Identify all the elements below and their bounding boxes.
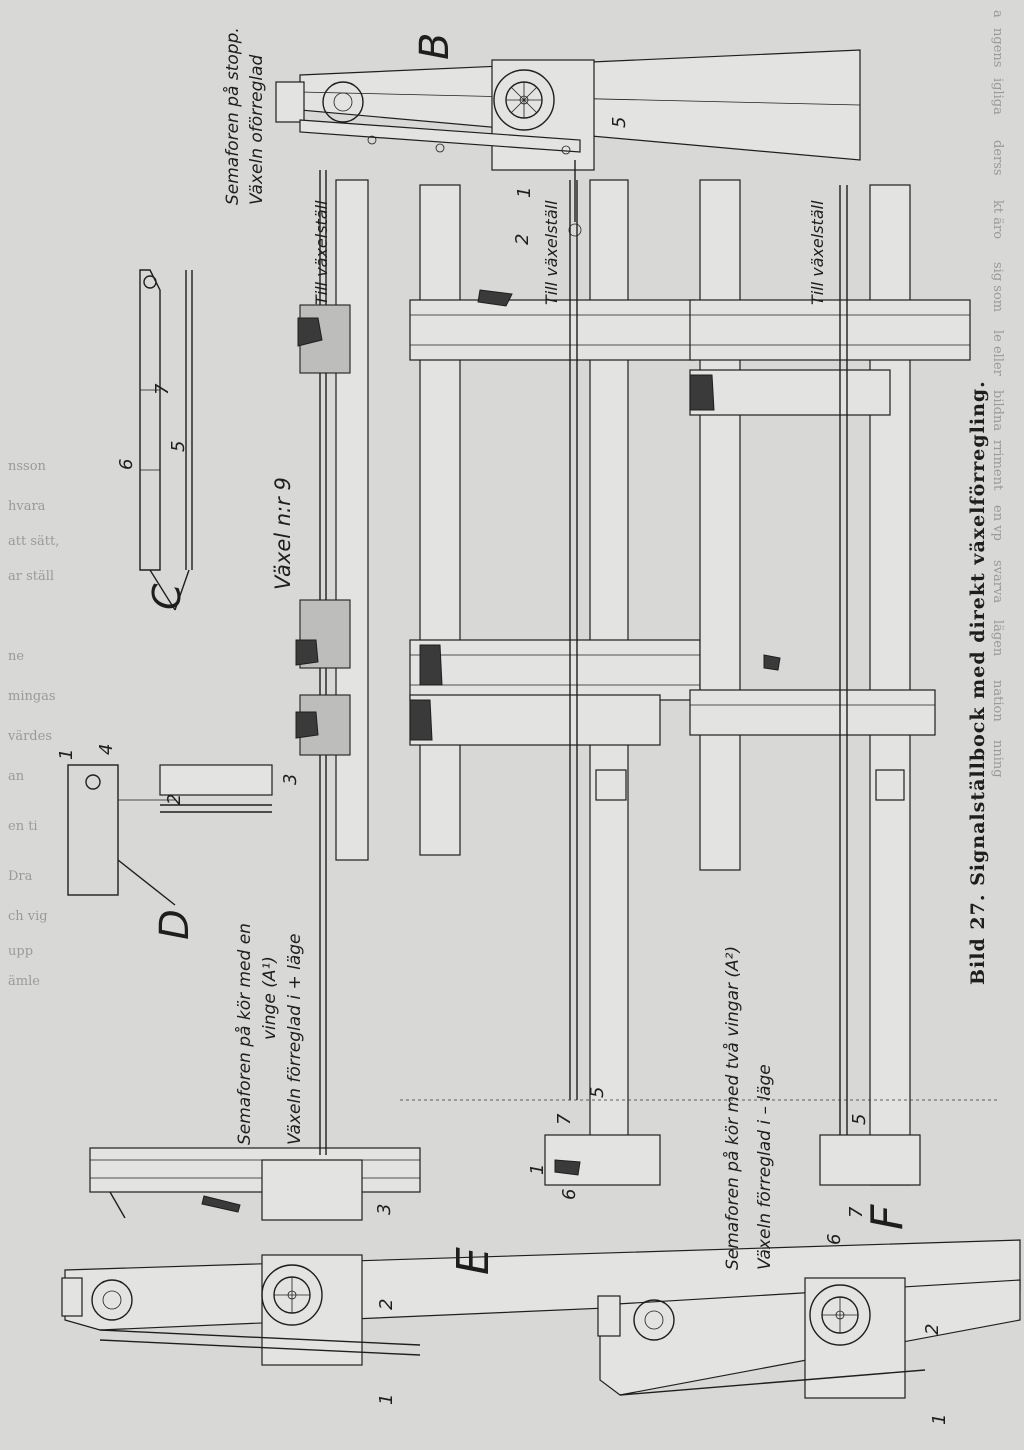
detail-c-part-5: 5 [168,441,189,452]
bleed-10: en vp [990,505,1005,541]
bleed-25: ch vig [8,909,48,924]
bleed-14: nning [990,740,1005,778]
view-b-title-1: Semaforen på stopp. [222,27,243,205]
bleed-13: nation [990,680,1005,722]
rail-2 [409,639,701,701]
view-e-title-2: vinge (A¹) [260,956,280,1040]
lock-box-e [544,1134,661,1186]
view-b-part-5: 5 [609,117,630,128]
view-e-sector-plate [89,1147,421,1193]
view-f-pulley [633,1299,675,1341]
detail-d-part-1: 1 [56,749,77,760]
view-f-part-2: 2 [922,1324,943,1335]
bleed-7: le eller [990,330,1005,377]
view-e-part-7: 7 [554,1113,575,1125]
bleed-1: a [990,10,1005,18]
view-f-part-7: 7 [846,1206,867,1218]
bleed-12: lägen [990,620,1005,657]
detail-d-plate [159,764,273,796]
bleed-6: sig som [990,262,1005,312]
bleed-20: mingas [8,689,56,704]
bleed-23: en ti [8,819,38,834]
bleed-through-text: a ngens igliga derss kt äro sig som le e… [7,10,1005,989]
view-e-part-5: 5 [587,1087,608,1098]
view-e-part-3: 3 [374,1204,395,1215]
lock-box-f [819,1134,921,1186]
bleed-4: derss [990,140,1005,176]
view-f-signal-lever [597,1277,1021,1399]
view-b-signal-lever [275,49,861,237]
to-switch-label-3: Till växelställ [808,200,827,305]
bleed-21: värdes [7,729,52,744]
view-b-pulley [322,81,364,123]
to-switch-label-1: Till växelställ [312,200,331,305]
bleed-11: svarva [990,560,1005,603]
view-f-wheel [809,1284,871,1346]
view-b-wheel [493,69,555,131]
bleed-8: bildnа [990,390,1005,431]
detail-d-part-2: 2 [164,794,185,805]
rail-4 [689,299,971,361]
view-e-part-1b: 1 [527,1164,548,1175]
view-f-letter: F [862,1204,913,1230]
switch-name: Växel n:r 9 [271,477,295,590]
view-e-wheel [261,1264,323,1326]
view-b-part-2: 2 [512,234,533,245]
view-e-title-1: Semaforen på kör med en [234,923,255,1145]
detail-d-part-3: 3 [280,774,301,785]
track-assembly [295,170,1000,1186]
view-e-pulley [91,1279,133,1321]
bleed-5: kt äro [990,200,1005,239]
detail-d [67,764,273,906]
rail-6 [689,689,936,736]
detail-c-part-6: 6 [116,459,137,470]
labels: B Semaforen på stopp. Växeln oförreglad … [56,27,989,1425]
view-f-title-2: Växeln förreglad i – läge [755,1064,775,1270]
rail-1 [409,299,696,361]
bleed-3: igliga [990,78,1005,115]
bleed-27: ämle [8,974,40,989]
view-f-part-5: 5 [849,1114,870,1125]
bleed-26: upp [8,944,33,959]
sleeper-4 [699,179,741,871]
bleed-22: an [8,769,25,784]
view-b-lever-arm [299,119,581,153]
bleed-15: nsson [8,459,47,474]
bleed-24: Dra [8,869,33,884]
bleed-18: ar ställ [8,569,54,584]
view-e-part-6: 6 [559,1189,580,1200]
view-b-part-1: 1 [514,187,535,198]
view-e-letter: E [448,1247,499,1275]
view-e-part-2: 2 [376,1299,397,1310]
view-f-title-1: Semaforen på kör med två vingar (A²) [722,946,743,1270]
view-f-part-1: 1 [929,1414,950,1425]
view-e-signal-lever [61,1147,1021,1366]
bleed-16: hvara [8,499,46,514]
detail-c-part-7: 7 [152,383,173,395]
bleed-19: ne [8,649,24,664]
view-f-part-6: 6 [824,1234,845,1245]
view-b-letter: B [412,33,458,60]
detail-c [139,269,193,611]
detail-d-part-4: 4 [96,744,117,755]
detail-c-letter: C [145,583,189,610]
sleeper-1 [335,179,369,861]
rail-3 [409,694,661,746]
figure-caption: Bild 27. Signalställbock med direkt växe… [967,380,989,985]
to-switch-label-2: Till växelställ [542,200,561,305]
bleed-17: att sätt, [8,534,59,549]
bleed-9: rriment [990,440,1005,491]
view-e-part-1: 1 [376,1394,397,1405]
bleed-2: ngens [990,28,1005,67]
detail-d-letter: D [152,909,198,940]
view-b-title-2: Växeln oförreglad [247,54,267,205]
sleeper-2 [419,184,461,856]
rail-5 [689,369,891,416]
view-e-title-3: Växeln förreglad i + läge [285,934,305,1146]
